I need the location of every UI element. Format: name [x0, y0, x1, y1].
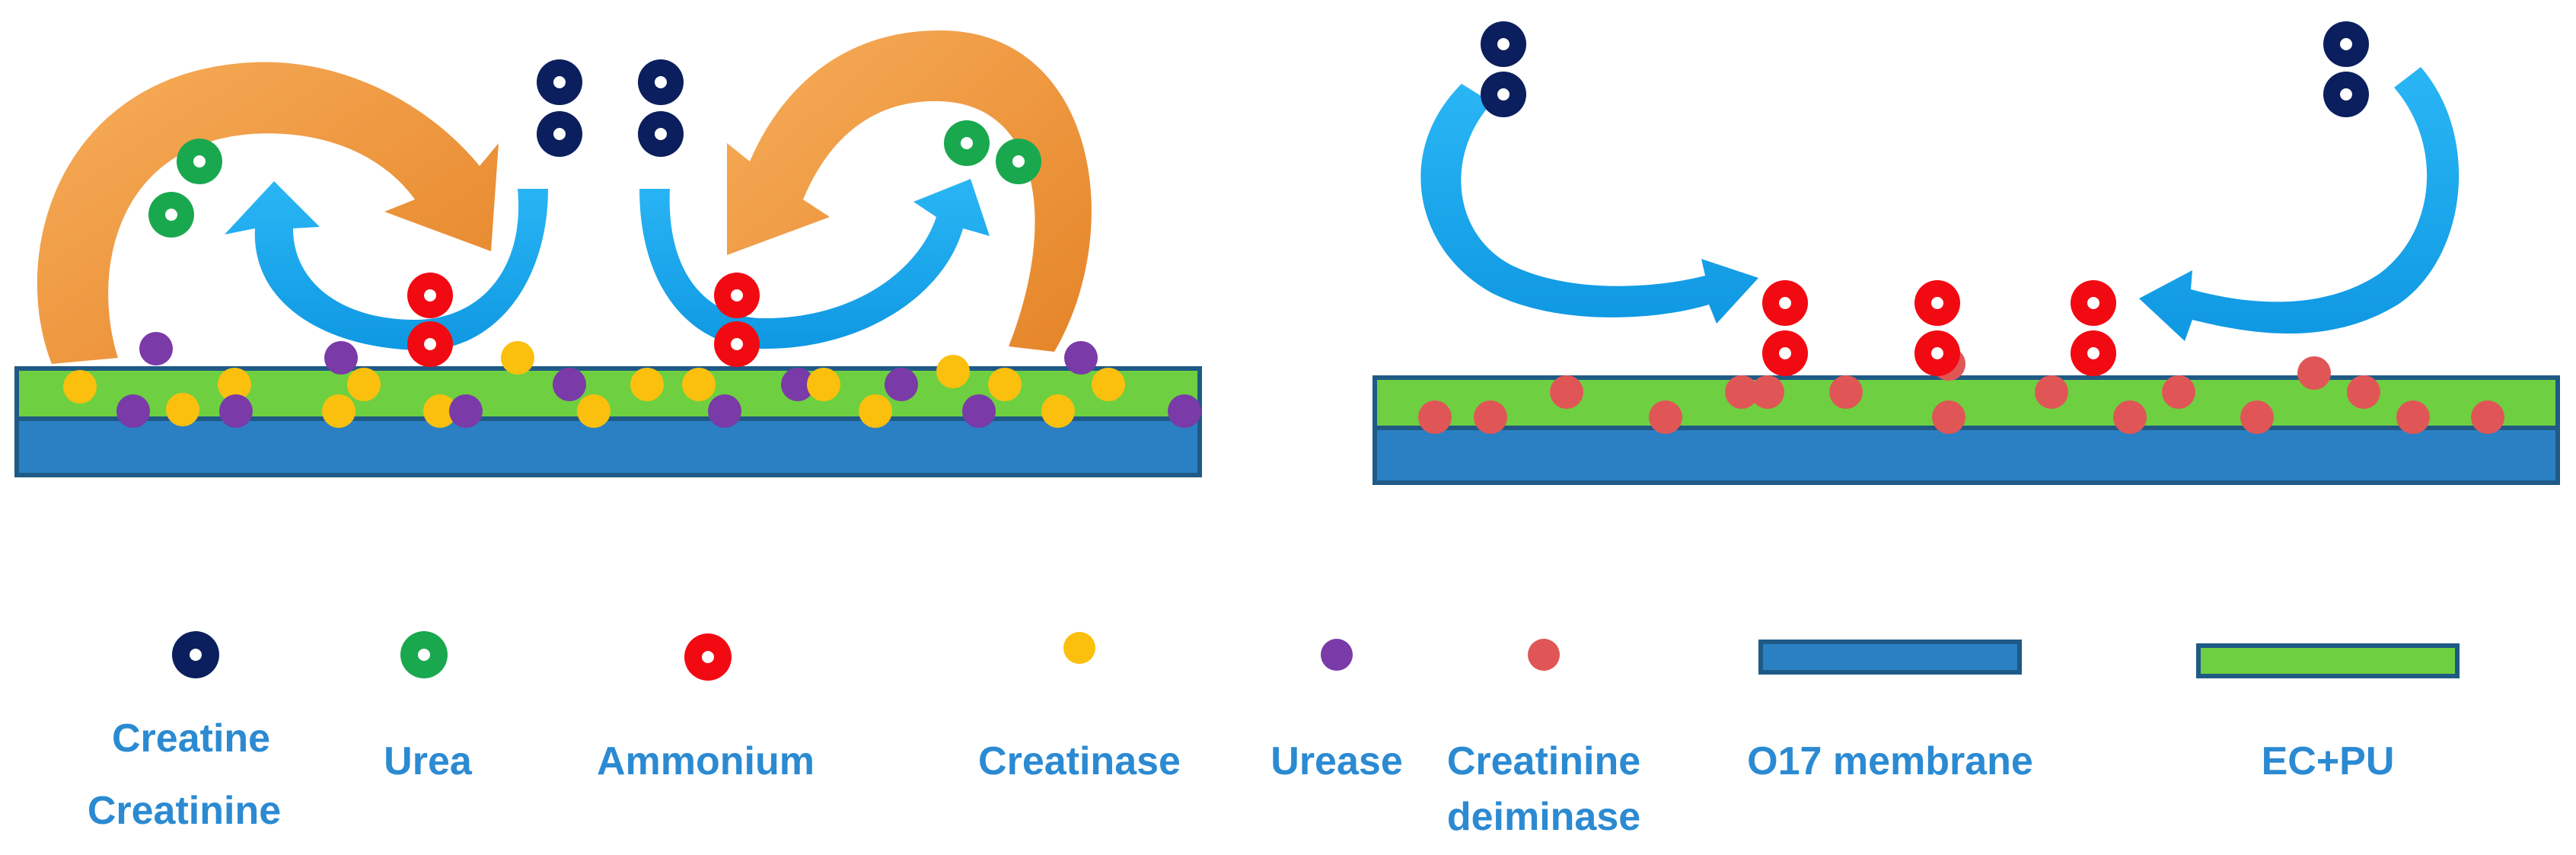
legend-urea-label: Urea [384, 739, 472, 783]
creatine-molecule [1481, 21, 1526, 117]
legend-urea-symbol [400, 631, 448, 678]
legend-deiminase-label-line1: Creatinine [1446, 739, 1641, 783]
legend-symbols [172, 631, 2460, 681]
left-enzyme-dots [63, 332, 1201, 428]
ammonium-molecule [407, 273, 453, 367]
creatinase-dot [166, 393, 199, 426]
creatinase-dot [988, 368, 1022, 401]
creatine-molecule [537, 59, 582, 157]
deiminase-dot [1725, 375, 1758, 409]
legend-creatinase-symbol [1063, 632, 1095, 664]
urea-molecule [944, 120, 1041, 184]
creatinase-dot [322, 394, 355, 428]
creatinase-dot [501, 341, 534, 375]
legend-ammonium-symbol [684, 633, 732, 681]
legend-creatinase-label: Creatinase [978, 739, 1181, 783]
creatinase-dot [936, 355, 970, 388]
urease-dot [324, 341, 358, 375]
legend-deiminase-label-line2: deiminase [1446, 795, 1641, 839]
ammonium-molecule [1762, 280, 1808, 376]
urease-dot [708, 394, 741, 428]
legend-ammonium-label: Ammonium [597, 739, 815, 783]
deiminase-dot [2471, 400, 2504, 434]
deiminase-dot [2240, 400, 2274, 434]
legend-ecpu-label: EC+PU [2261, 739, 2395, 783]
creatinase-dot [859, 394, 892, 428]
legend-ecpu-symbol [2196, 643, 2460, 678]
left-arrows [37, 30, 1092, 365]
urease-dot [1168, 394, 1201, 428]
deiminase-dot [2035, 375, 2068, 409]
urease-dot [553, 368, 586, 401]
urease-dot [781, 368, 815, 401]
creatine-molecule [638, 59, 684, 157]
blue-arrow-right-a [1420, 84, 1758, 324]
left-molecules [148, 59, 1041, 367]
urease-dot [116, 394, 150, 428]
left-o17-membrane-layer [14, 415, 1202, 477]
orange-arrow-left-a [37, 62, 499, 365]
deiminase-dot [2162, 375, 2195, 409]
creatinase-dot [1041, 394, 1075, 428]
deiminase-dot [1751, 375, 1784, 409]
deiminase-dot [2297, 356, 2331, 390]
urease-dot [219, 394, 253, 428]
urease-dot [139, 332, 173, 365]
deiminase-dot [1932, 400, 1965, 434]
legend-urease-label: Urease [1270, 739, 1403, 783]
deiminase-dot [2396, 400, 2430, 434]
legend-creatine-symbol [172, 631, 219, 678]
left-sensor [14, 332, 1202, 477]
ammonium-molecule [2071, 280, 2116, 376]
blue-arrow-left-b [639, 179, 990, 349]
right-o17-membrane-layer [1372, 424, 2560, 485]
deiminase-dot [1649, 400, 1682, 434]
creatine-molecule [2323, 21, 2369, 117]
creatinase-dot [682, 368, 716, 401]
blue-arrow-left-a [225, 181, 548, 351]
ammonium-molecule [1914, 280, 1960, 376]
creatinase-dot [630, 368, 664, 401]
legend-creatine-label: Creatine [112, 716, 271, 761]
legend-urease-symbol [1321, 639, 1353, 671]
urease-dot [885, 368, 918, 401]
right-enzyme-dots [1418, 347, 2504, 434]
legend-o17-label: O17 membrane [1747, 739, 2033, 783]
creatinase-dot [1092, 368, 1125, 401]
creatinase-dot [577, 394, 611, 428]
legend-creatinine-label: Creatinine [87, 789, 282, 833]
legend-o17-symbol [1758, 640, 2022, 675]
creatinase-dot [347, 368, 381, 401]
orange-arrow-left-b [727, 30, 1092, 352]
deiminase-dot [1418, 400, 1452, 434]
deiminase-dot [2113, 400, 2147, 434]
blue-arrow-right-b [2139, 67, 2460, 341]
legend-deiminase-symbol [1528, 639, 1560, 671]
creatinase-dot [63, 370, 97, 404]
urease-dot [1064, 341, 1098, 375]
deiminase-dot [2347, 375, 2380, 409]
creatinase-dot [218, 368, 251, 401]
urea-molecule [148, 139, 222, 238]
ammonium-molecule [714, 273, 760, 367]
right-sensor [1372, 347, 2560, 485]
right-arrows [1420, 67, 2460, 341]
creatinase-dot [423, 394, 457, 428]
right-molecules [1481, 21, 2369, 376]
urease-dot [449, 394, 483, 428]
deiminase-dot [1474, 400, 1507, 434]
creatinase-dot [807, 368, 840, 401]
deiminase-dot [1829, 375, 1863, 409]
deiminase-dot [1550, 375, 1583, 409]
urease-dot [962, 394, 996, 428]
